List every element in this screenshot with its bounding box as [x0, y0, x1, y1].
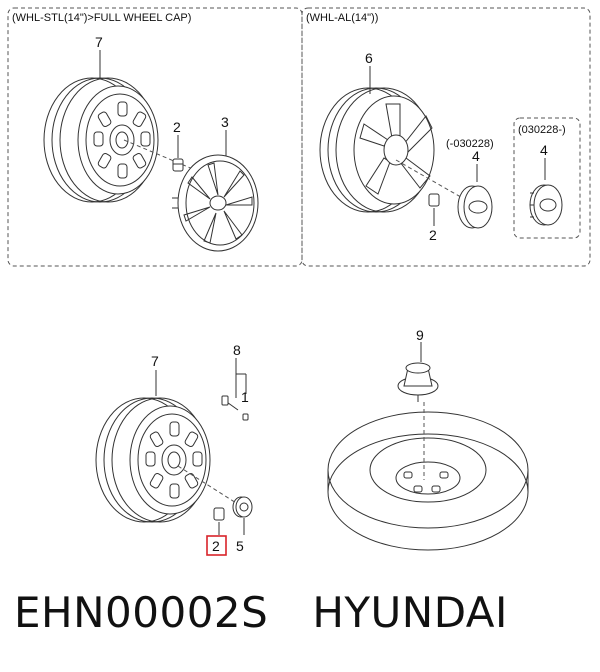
part-number: EHN00002S — [14, 588, 269, 637]
lower-steel-wheel — [95, 397, 211, 523]
lower-lug-nut — [213, 507, 225, 521]
steel-wheel — [43, 77, 159, 203]
callout-hub-cap-old: 4 — [472, 148, 480, 164]
callout-valve: 1 — [241, 389, 249, 405]
alloy-wheel — [319, 87, 435, 213]
callout-steel-nut: 2 — [173, 119, 181, 135]
callout-lower-wheel: 7 — [151, 353, 159, 369]
callout-wheel-cap: 3 — [221, 114, 229, 130]
callout-spare-carrier: 9 — [416, 327, 424, 343]
callout-lower-cap: 5 — [236, 538, 244, 554]
hub-cap-old-label: (-030228) — [446, 138, 494, 150]
hub-cap-new-label: (030228-) — [518, 124, 566, 136]
highlight-box — [206, 535, 227, 556]
callout-alloy-wheel: 6 — [365, 50, 373, 66]
callout-hub-cap-new: 4 — [540, 142, 548, 158]
hub-cap-old — [457, 185, 493, 229]
spare-tire — [327, 411, 529, 551]
hub-cap-new-box — [513, 117, 581, 239]
steel-lug-nut — [172, 158, 184, 172]
hub-cap-new — [529, 184, 563, 226]
callout-alloy-nut: 2 — [429, 227, 437, 243]
footer: EHN00002S HYUNDAI — [14, 588, 508, 637]
callout-valve-group: 8 — [233, 342, 241, 358]
center-cap — [232, 496, 253, 518]
panel-alloy-frame — [301, 7, 591, 267]
full-wheel-cap — [172, 154, 259, 252]
callout-steel-wheel: 7 — [95, 34, 103, 50]
callout-lower-nut: 2 — [212, 538, 220, 554]
valve-stem — [221, 395, 249, 421]
brand-name: HYUNDAI — [312, 588, 508, 637]
panel-steel-title: (WHL-STL(14")>FULL WHEEL CAP) — [12, 12, 191, 24]
panel-alloy-title: (WHL-AL(14")) — [306, 12, 378, 24]
alloy-lug-nut — [428, 193, 440, 207]
spare-tire-carrier — [397, 362, 439, 402]
parts-diagram: .ln { fill: none; stroke: #333; stroke-w… — [7, 7, 591, 556]
